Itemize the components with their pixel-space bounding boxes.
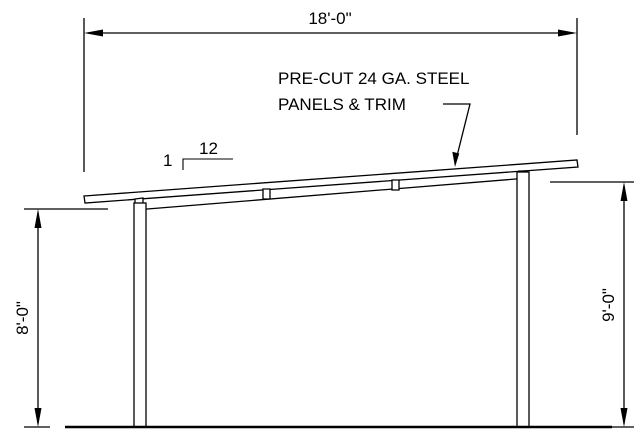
post-left [133, 202, 147, 428]
high-height-label: 9'-0" [599, 288, 618, 322]
low-height-label: 8'-0" [13, 301, 32, 335]
high-height-arrow-top-icon [620, 182, 628, 201]
high-height-dimension: 9'-0" [550, 181, 634, 428]
posts [133, 171, 530, 428]
post-right [516, 171, 530, 428]
callout-line-1: PRE-CUT 24 GA. STEEL [278, 69, 469, 88]
width-arrow-left-icon [84, 29, 103, 37]
slope-triangle-lines [182, 158, 233, 170]
slope-rise-label: 1 [163, 151, 172, 170]
width-arrow-right-icon [558, 29, 577, 37]
width-dimension-label: 18'-0" [308, 9, 351, 28]
material-callout: PRE-CUT 24 GA. STEEL PANELS & TRIM [278, 69, 471, 167]
width-dimension: 18'-0" [83, 9, 578, 172]
roof-assembly [83, 159, 579, 211]
purlin-3 [391, 179, 400, 191]
purlin-2 [262, 188, 271, 200]
callout-line-2: PANELS & TRIM [278, 95, 406, 114]
callout-leader-line [443, 103, 471, 161]
callout-arrow-icon [452, 151, 460, 167]
low-height-arrow-bottom-icon [34, 408, 42, 427]
roof-beam [134, 177, 529, 211]
high-height-arrow-bottom-icon [620, 408, 628, 427]
roof-panel [83, 159, 579, 204]
low-height-dimension: 8'-0" [13, 208, 108, 428]
slope-indicator: 1 12 [163, 139, 233, 170]
slope-run-label: 12 [199, 139, 218, 158]
low-height-arrow-top-icon [34, 209, 42, 228]
